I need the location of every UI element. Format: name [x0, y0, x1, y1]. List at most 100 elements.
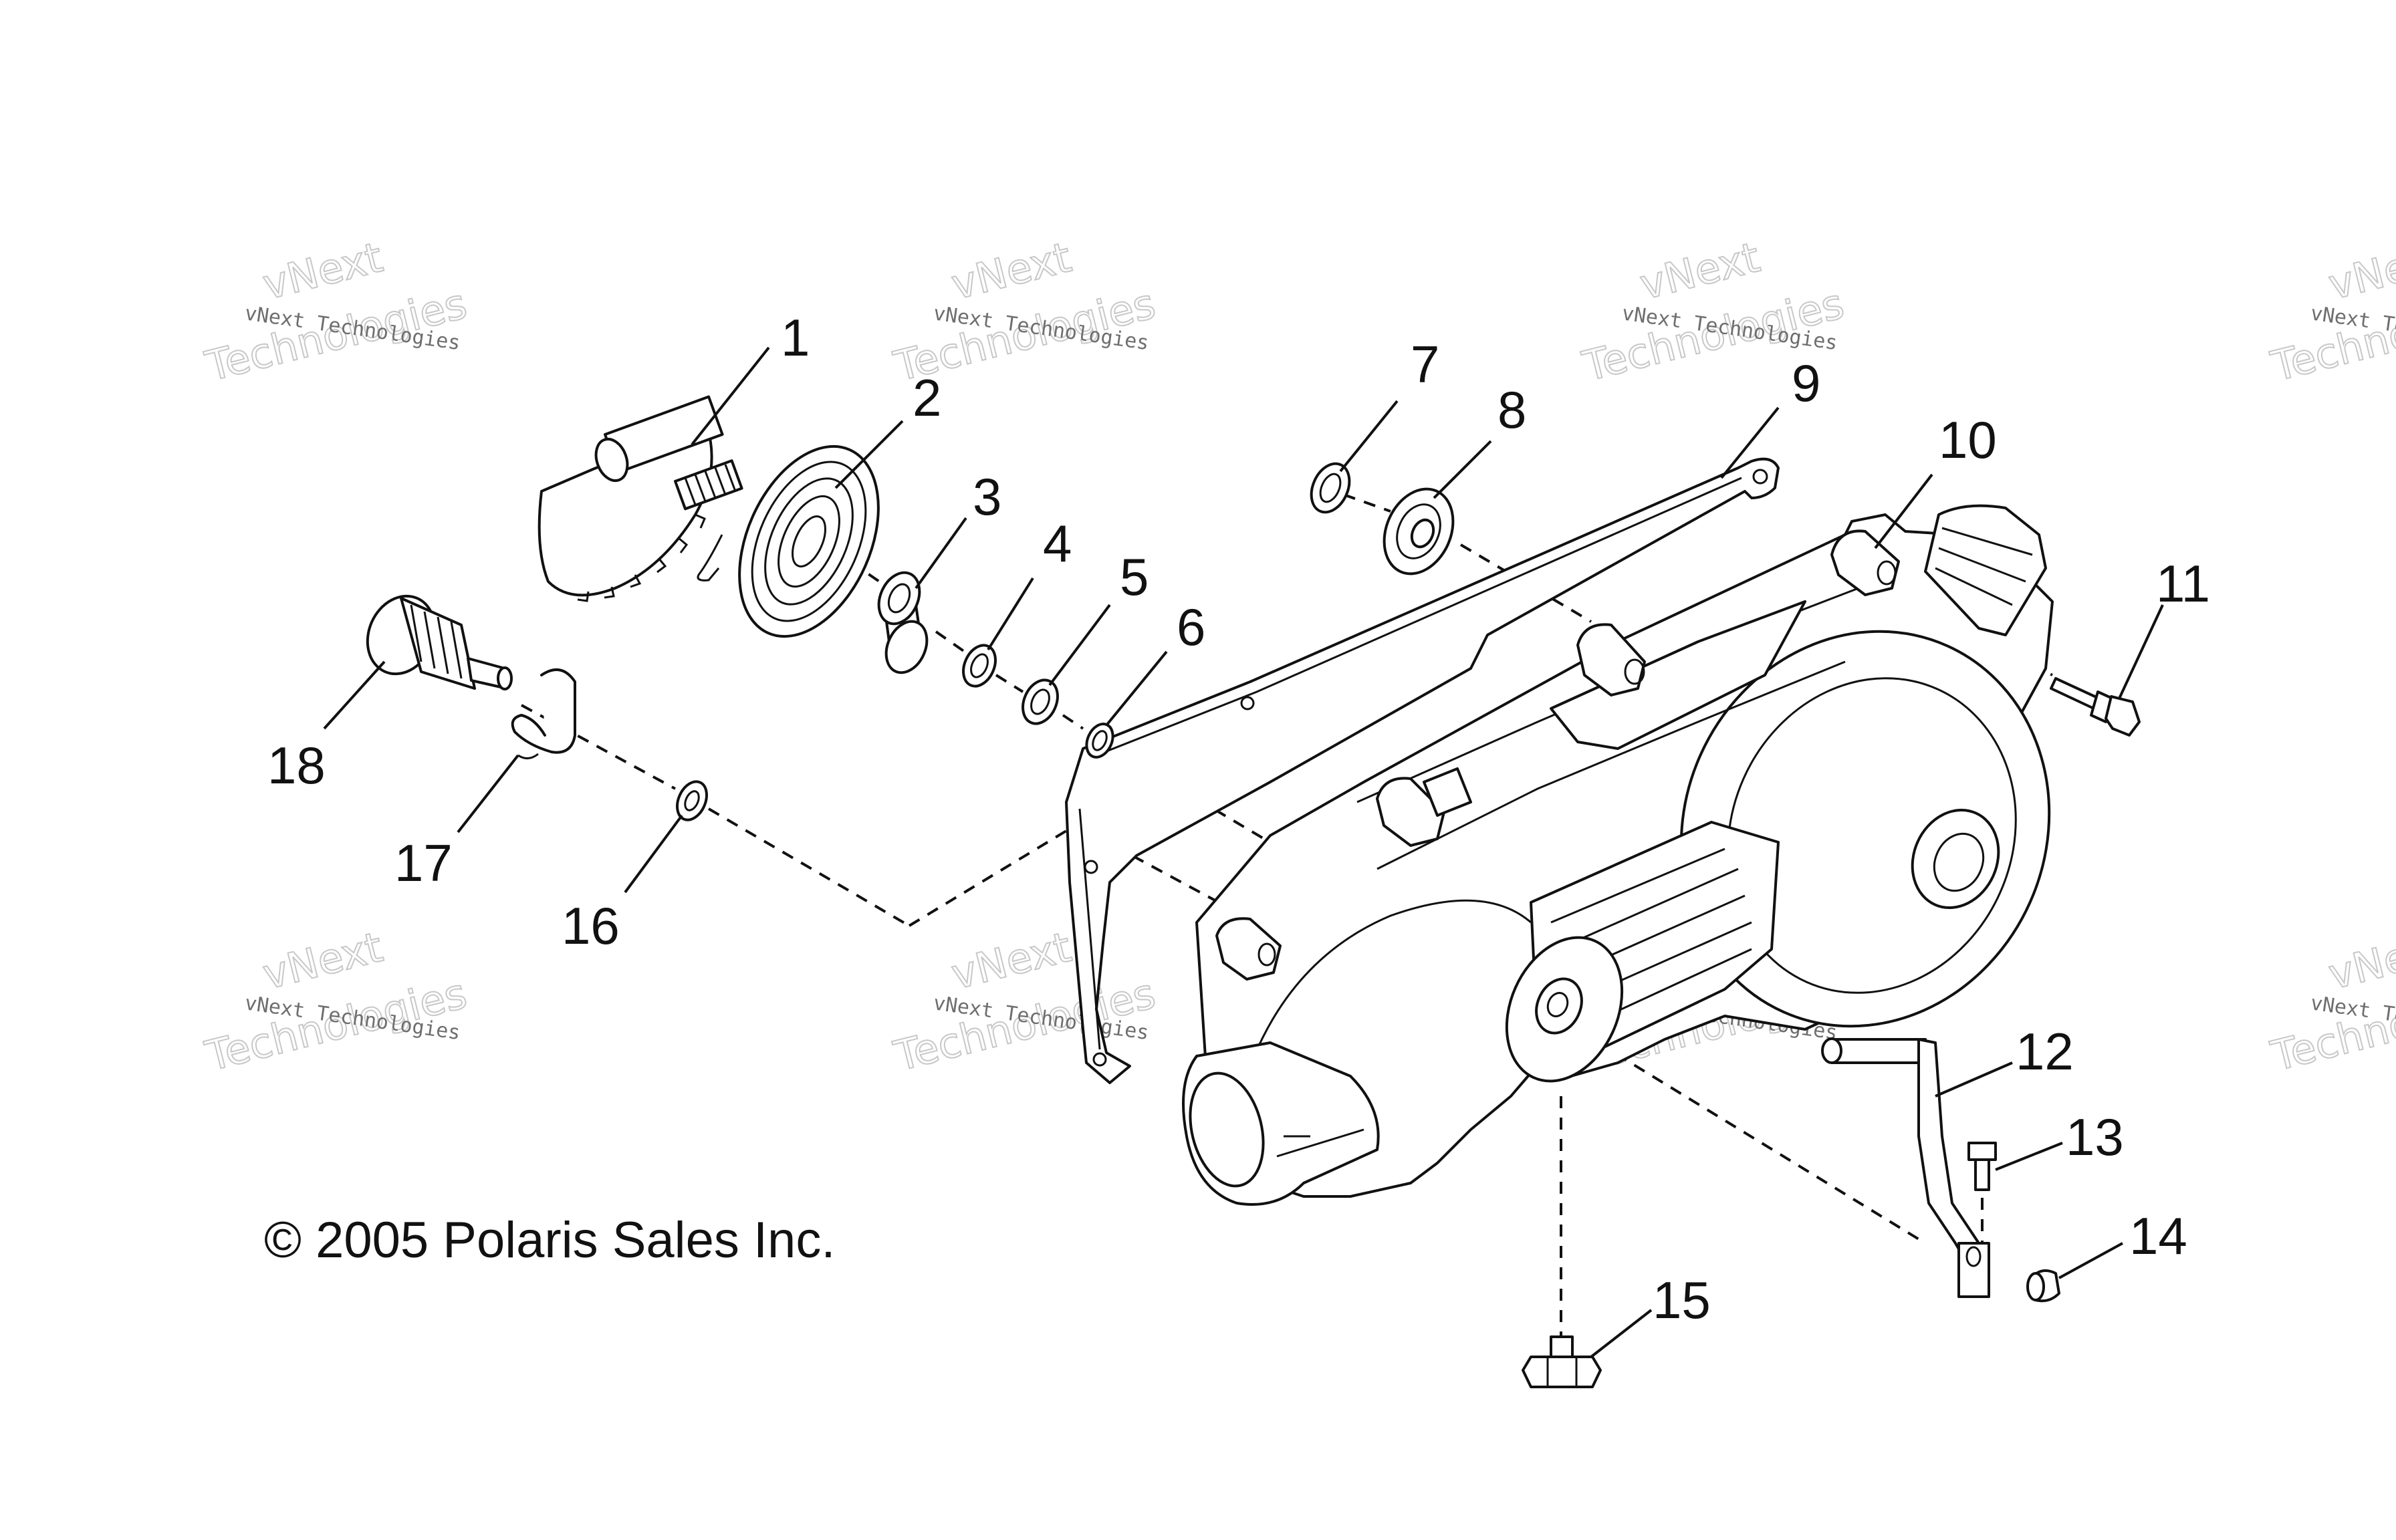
- snap-ring-6-hole: [1092, 730, 1108, 751]
- leader-2: [834, 420, 904, 489]
- watermark-bottom-edge: vNext Technologies vNext Technologies: [2266, 922, 2396, 1081]
- watermark-bottom-center: vNext Technologies vNext Technologies: [888, 922, 1161, 1081]
- bendix-body: [400, 597, 476, 690]
- leader-4: [987, 577, 1034, 651]
- kick-shaft-gear: [537, 395, 743, 602]
- seal-7-outer: [1310, 462, 1351, 514]
- leader-lines: [323, 346, 2164, 1358]
- cover-vent-slats: [1935, 527, 2033, 606]
- leader-1: [691, 346, 770, 446]
- cover-boss-top-hole: [1624, 658, 1645, 685]
- watermark-top-center: vNext Technologies vNext Technologies: [888, 232, 1161, 392]
- drain-plug-facets: [1546, 1358, 1578, 1386]
- leader-3: [915, 517, 967, 590]
- leader-11: [2118, 604, 2164, 699]
- leader-14: [2058, 1242, 2123, 1279]
- bolt-13-head: [1967, 1142, 1997, 1161]
- svg-text:vNext: vNext: [258, 233, 387, 309]
- cover-boss-mid: [1376, 777, 1445, 847]
- spring-coil-4: [792, 515, 826, 567]
- svg-text:vNext: vNext: [947, 922, 1076, 999]
- kick-lever-grip-end: [1821, 1037, 1842, 1064]
- shaft-hook: [697, 534, 723, 582]
- washer-5-outer: [1022, 678, 1059, 725]
- recoil-spring: [738, 444, 880, 638]
- kick-shaft-end: [594, 438, 629, 482]
- bearing-8-bore: [1410, 518, 1435, 549]
- leader-18: [323, 660, 386, 730]
- watermark-top-left: vNext Technologies vNext Technologies: [200, 232, 472, 392]
- clutch-cover: [1182, 504, 2054, 1206]
- gear-teeth: [577, 513, 706, 602]
- axis-washer-to-washer: [995, 674, 1024, 693]
- cover-fins: [1550, 848, 1752, 1031]
- seal-7-hole: [1319, 473, 1342, 503]
- leader-15: [1590, 1309, 1653, 1358]
- leader-8: [1433, 440, 1492, 499]
- washer-5-hole: [1030, 688, 1050, 715]
- callout-10: 10: [1939, 410, 1997, 469]
- callout-8: 8: [1498, 380, 1526, 439]
- callout-4: 4: [1043, 514, 1072, 573]
- axis-washer-to-clip: [1062, 714, 1084, 730]
- callout-1: 1: [781, 308, 810, 367]
- bolt-13-shank: [1974, 1158, 1990, 1191]
- gasket: [1065, 457, 1780, 1084]
- gasket-hole-upper: [1752, 469, 1768, 485]
- spring-outer: [738, 444, 880, 638]
- cover-channel: [1550, 600, 1806, 750]
- leader-9: [1720, 406, 1780, 479]
- cover-boss-right-hole: [1877, 560, 1897, 586]
- cover-boss-right: [1830, 529, 1900, 596]
- pulley-housing-ring: [1727, 677, 2017, 994]
- collar-bore: [887, 583, 911, 614]
- bolt-11-head: [2105, 695, 2141, 737]
- axis-collar-to-washer: [935, 630, 971, 656]
- spring-clip-17-loop: [511, 668, 576, 754]
- cap-14-face: [2026, 1272, 2045, 1301]
- axis-pulley-to-lever: [1596, 1041, 1927, 1245]
- gasket-hole-lower: [1092, 1052, 1107, 1067]
- spring-clip-17-tail: [517, 753, 539, 759]
- kick-lever-boss-hole: [1965, 1246, 1982, 1267]
- bolt-13: [1967, 1142, 1997, 1191]
- gasket-hole-left: [1240, 696, 1255, 711]
- bearing-8: [1383, 487, 1455, 575]
- seal-7: [1310, 462, 1351, 514]
- leader-5: [1048, 604, 1111, 686]
- kick-lever-12: [1821, 1037, 1990, 1298]
- washer-16-hole: [684, 790, 700, 811]
- collar: [877, 571, 929, 674]
- bolt-11-shank: [2050, 677, 2101, 710]
- callout-6: 6: [1177, 598, 1205, 656]
- callout-16: 16: [562, 896, 620, 955]
- leader-13: [1995, 1142, 2063, 1171]
- drain-plug-shank: [1550, 1335, 1574, 1358]
- axis-washer-to-corner: [707, 807, 911, 927]
- copyright-notice: © 2005 Polaris Sales Inc.: [264, 1212, 836, 1269]
- leader-7: [1339, 400, 1399, 473]
- kick-lever-boss: [1957, 1242, 1990, 1298]
- callout-numbers: 1 2 3 4 5 6 7 8 9 10 11 12 13 14 15 16 1…: [267, 308, 2210, 1329]
- callout-18: 18: [267, 736, 326, 795]
- leader-12: [1935, 1061, 2013, 1098]
- svg-text:vNext: vNext: [947, 233, 1076, 309]
- callout-15: 15: [1653, 1271, 1711, 1329]
- bendix-shaft-end: [497, 666, 513, 690]
- gasket-inner-edge: [1078, 477, 1742, 1050]
- spline-lines: [684, 464, 737, 505]
- cap-14: [2026, 1269, 2060, 1303]
- spring-coil-1: [751, 461, 867, 622]
- starter-bendix-18: [366, 594, 513, 690]
- cover-boss-left-hole: [1257, 942, 1276, 967]
- washer-5: [1022, 678, 1059, 725]
- air-intake-lip: [1276, 1128, 1364, 1158]
- washer-16-outer: [676, 780, 708, 821]
- drive-pulley-hole: [1546, 992, 1569, 1017]
- collar-bottom: [884, 620, 929, 674]
- cover-vent-duct: [1924, 504, 2047, 636]
- drain-plug-hex: [1522, 1356, 1602, 1388]
- callout-7: 7: [1411, 335, 1439, 394]
- leader-17: [457, 754, 519, 833]
- gasket-hole-side: [1084, 860, 1098, 874]
